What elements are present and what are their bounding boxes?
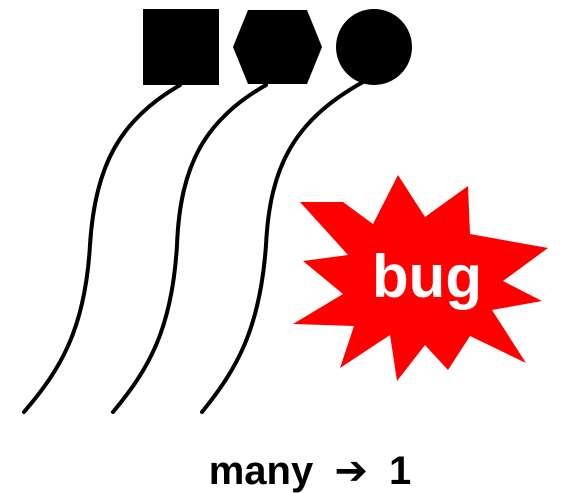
caption-left: many (209, 449, 314, 493)
caption: many ➔ 1 (209, 449, 412, 493)
hexagon-icon (233, 10, 322, 84)
caption-right: 1 (389, 449, 411, 493)
square-icon (143, 9, 219, 85)
circle-icon (336, 9, 412, 85)
hexagon-curve (111, 83, 268, 414)
square-curve (22, 83, 182, 414)
circle-curve (200, 80, 365, 414)
starburst-icon (293, 175, 548, 381)
bug-starburst: bug (293, 175, 548, 381)
bug-label: bug (372, 243, 482, 310)
caption-arrow-icon: ➔ (334, 449, 368, 493)
